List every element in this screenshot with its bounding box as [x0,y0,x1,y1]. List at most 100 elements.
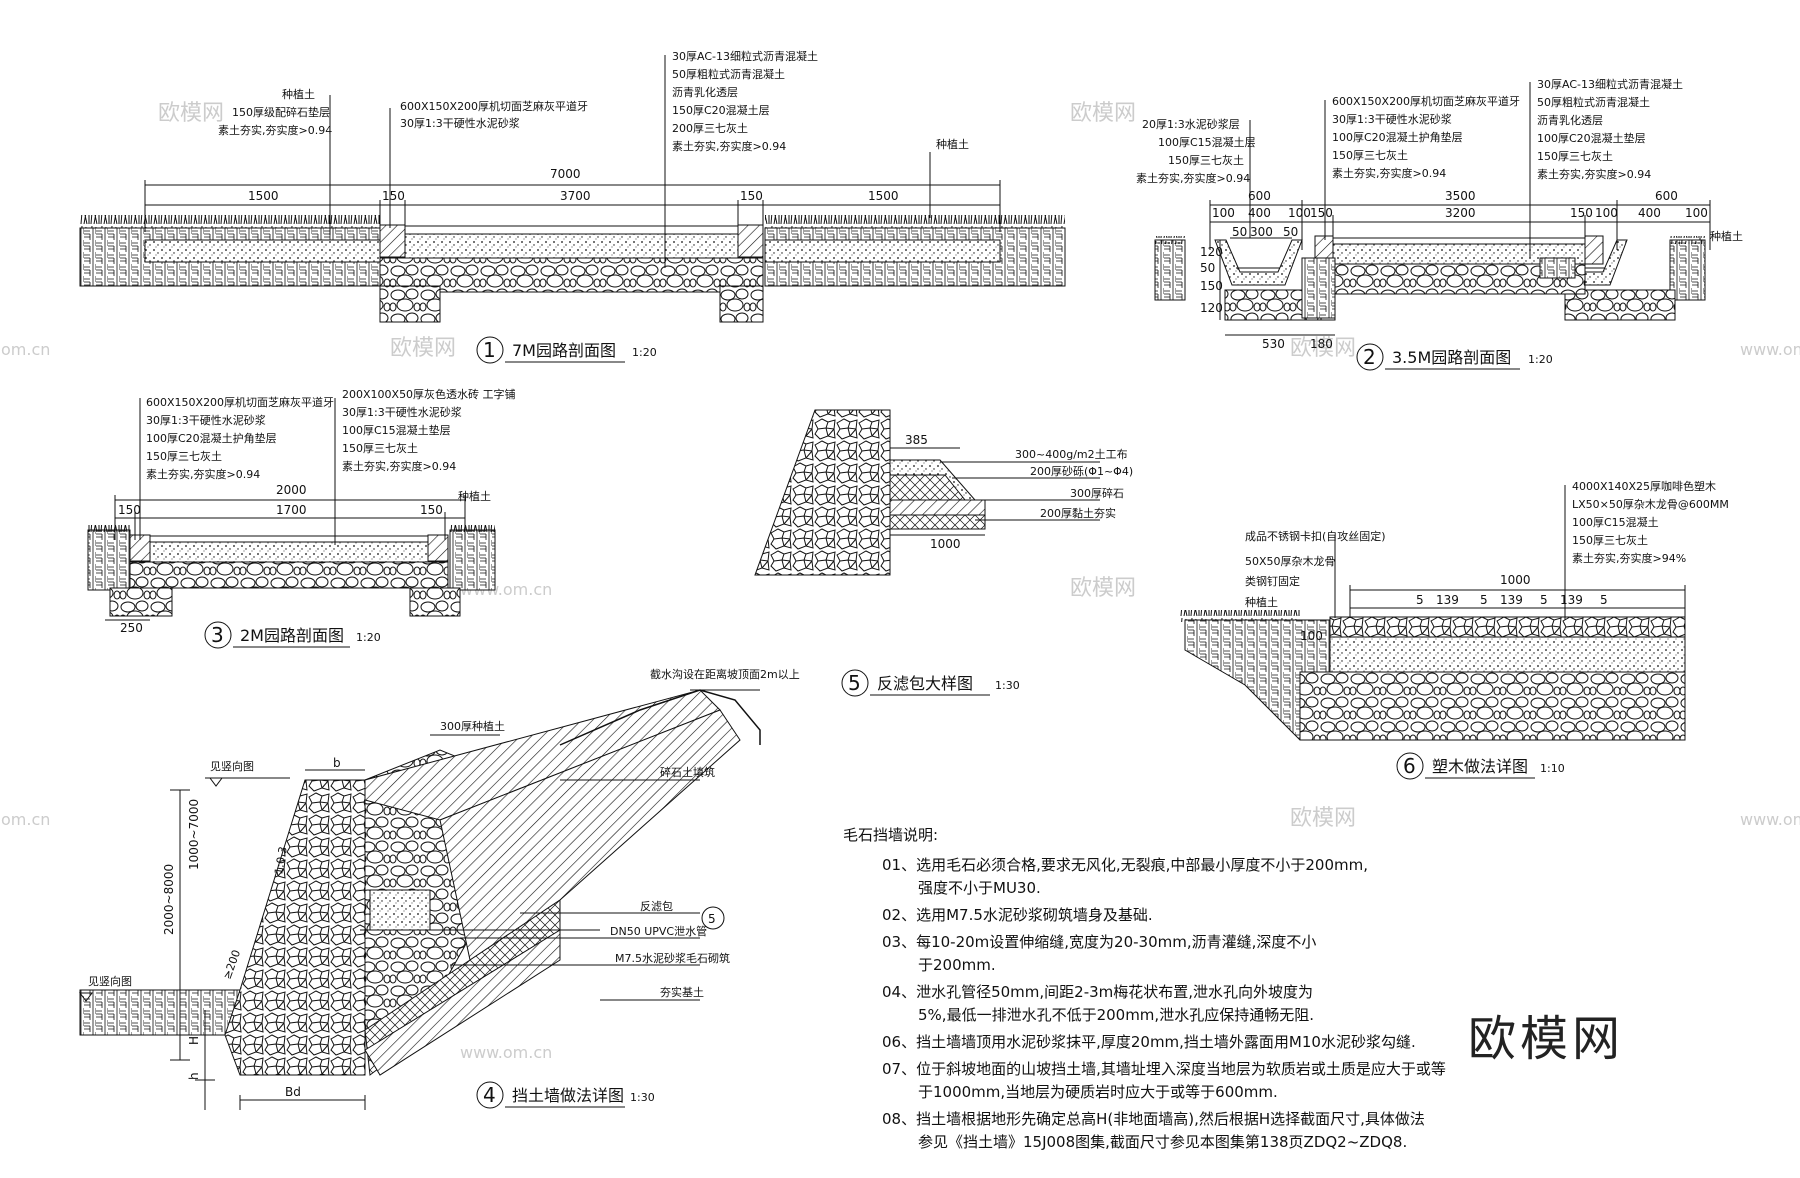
detail-number: 5 [848,671,861,695]
detail-scale: 1:20 [1528,353,1553,366]
dim: 5 [1480,593,1488,607]
dim: 2000~8000 [162,864,176,935]
layer-label: 150厚C20混凝土层 [672,103,770,117]
notes-heading: 毛石挡墙说明: [843,826,938,844]
dim: 300 [1250,225,1273,239]
layer-label: 50厚粗粒式沥青混凝土 [672,67,785,81]
layer-label: 100厚C15混凝土层 [1158,135,1256,149]
layer-label: 100厚C15混凝土垫层 [342,423,451,437]
detail-1-labels-right: 30厚AC-13细粒式沥青混凝土 50厚粗粒式沥青混凝土 沥青乳化透层 150厚… [672,49,818,153]
layer-label: 300~400g/m2土工布 [1015,448,1128,461]
detail-number: 1 [483,338,496,362]
layer-label: 素土夯实,夯实度>94% [1572,551,1686,565]
layer-label: 150厚三七灰土 [1537,149,1613,163]
detail-4-retaining-wall: 2000~8000 1000~7000 H h Bd b 1:0.3 ≥200 … [79,667,800,1110]
note-line: 03、每10-20m设置伸缩缝,宽度为20-30mm,沥青灌缝,深度不小 [882,933,1316,951]
layer-label: 素土夯实,夯实度>0.94 [342,459,456,473]
watermark-small: 欧模网 [1290,336,1356,361]
watermark-small: 欧模网 [390,336,456,361]
layer-label: 30厚AC-13细粒式沥青混凝土 [1537,77,1683,91]
layer-label: 150厚三七灰土 [146,449,222,463]
detail-title: 3.5M园路剖面图 [1392,348,1511,367]
dim: 100 [1300,629,1323,643]
detail-1-labels-mid: 600X150X200厚机切面芝麻灰平道牙 30厚1:3干硬性水泥砂浆 [400,99,588,130]
detail-scale: 1:20 [356,631,381,644]
dim: b [333,756,341,770]
detail-2-labels-right: 30厚AC-13细粒式沥青混凝土 50厚粗粒式沥青混凝土 沥青乳化透层 100厚… [1537,77,1683,181]
dim: 139 [1500,593,1523,607]
detail-3-labels-left: 600X150X200厚机切面芝麻灰平道牙 30厚1:3干硬性水泥砂浆 100厚… [146,395,334,481]
layer-label: 600X150X200厚机切面芝麻灰平道牙 [1332,94,1520,108]
layer-label: LX50×50厚杂木龙骨@600MM [1572,498,1729,511]
dim: h [187,1072,201,1080]
detail-2-labels-left: 20厚1:3水泥砂浆层 100厚C15混凝土层 150厚三七灰土 素土夯实,夯实… [1136,117,1256,185]
layer-label: 30厚1:3干硬性水泥砂浆 [1332,112,1452,126]
detail-scale: 1:20 [632,346,657,359]
dim: 50 [1283,225,1298,239]
detail-number-circle [476,1081,504,1109]
dim: 100 [1288,206,1311,220]
dim: 139 [1560,593,1583,607]
dim: 150 [118,503,141,517]
layer-label: 素土夯实,夯实度>0.94 [218,123,332,137]
dim: 150 [382,189,405,203]
brand-logo-text: 欧模网 [1468,1011,1624,1067]
watermark-small: 欧模网 [1070,576,1136,601]
layer-label: 50X50厚杂木龙骨 [1245,555,1336,568]
layer-label: 100厚C20混凝土垫层 [1537,131,1646,145]
layer-label: 成品不锈钢卡扣(自攻丝固定) [1245,529,1386,543]
dim: 120 [1200,301,1223,315]
level-ref: 见竖向图 [88,974,132,988]
dim: 1500 [248,189,279,203]
callout-number: 5 [708,912,716,926]
layer-label: 类钢钉固定 [1245,574,1300,588]
detail-number-circle [1356,343,1384,371]
dim-total: 7000 [550,167,581,181]
detail-6-dims: 5 139 5 139 5 139 5 [1416,593,1608,607]
layer-label: 30厚1:3干硬性水泥砂浆 [146,413,266,427]
watermark-url: www.om.cn [1740,340,1800,359]
detail-1-labels-left: 种植土 150厚级配碎石垫层 素土夯实,夯实度>0.94 [218,87,332,137]
layer-label: 截水沟设在距离坡顶面2m以上 [650,667,800,681]
layer-label: 150厚三七灰土 [1168,153,1244,167]
layer-label: 30厚1:3干硬性水泥砂浆 [342,405,462,419]
layer-label: 100厚C20混凝土护角垫层 [146,431,277,445]
note-line: 08、挡土墙根据地形先确定总高H(非地面墙高),然后根据H选择截面尺寸,具体做法 [882,1110,1425,1128]
layer-label: 100厚C15混凝土 [1572,515,1659,529]
dim: 50 [1200,261,1215,275]
detail-2-labels-mid: 600X150X200厚机切面芝麻灰平道牙 30厚1:3干硬性水泥砂浆 100厚… [1332,94,1520,180]
detail-number-circle [1396,752,1424,780]
layer-label: 200厚砂砾(Φ1~Φ4) [1030,465,1133,478]
layer-label: 夯实基土 [660,985,704,999]
layer-label: 素土夯实,夯实度>0.94 [146,467,260,481]
note-line: 于200mm. [918,956,996,974]
detail-scale: 1:10 [1540,762,1565,775]
dim: 600 [1248,189,1271,203]
notes-block: 毛石挡墙说明: 01、选用毛石必须合格,要求无风化,无裂痕,中部最小厚度不小于2… [843,826,1446,1151]
dim: Bd [285,1085,301,1099]
dim: 180 [1310,337,1333,351]
note-line: 02、选用M7.5水泥砂浆砌筑墙身及基础. [882,906,1153,924]
detail-title: 7M园路剖面图 [512,341,616,360]
dim: 150 [1310,206,1333,220]
note-line: 于1000mm,当地层为硬质岩时应大于或等于600mm. [918,1083,1278,1101]
note-line: 06、挡土墙墙顶用水泥砂浆抹平,厚度20mm,挡土墙外露面用M10水泥砂浆勾缝. [882,1033,1416,1051]
layer-label: 600X150X200厚机切面芝麻灰平道牙 [146,395,334,409]
layer-label: 沥青乳化透层 [1537,113,1603,127]
layer-label: 种植土 [1245,595,1278,609]
slope-label: 1:0.3 [272,845,290,875]
dim: 100 [1595,206,1618,220]
dim: 1000 [930,537,961,551]
layer-label: 素土夯实,夯实度>0.94 [1332,166,1446,180]
detail-4-labels: 截水沟设在距离坡顶面2m以上 300厚种植土 碎石土填筑 反滤包 DN50 UP… [440,667,800,999]
detail-number: 3 [211,623,224,647]
note-line: 参见《挡土墙》15J008图集,截面尺寸参见本图集第138页ZDQ2~ZDQ8. [918,1133,1407,1151]
layer-label: 素土夯实,夯实度>0.94 [672,139,786,153]
detail-scale: 1:30 [630,1091,655,1104]
dim-side-stack: 120 50 150 120 [1200,240,1223,320]
watermark-small: 欧模网 [1290,806,1356,831]
detail-title: 反滤包大样图 [877,674,973,693]
watermark-url: www.om.cn [460,1043,552,1062]
layer-label: 20厚1:3水泥砂浆层 [1142,117,1240,131]
dim: 1000~7000 [187,799,201,870]
